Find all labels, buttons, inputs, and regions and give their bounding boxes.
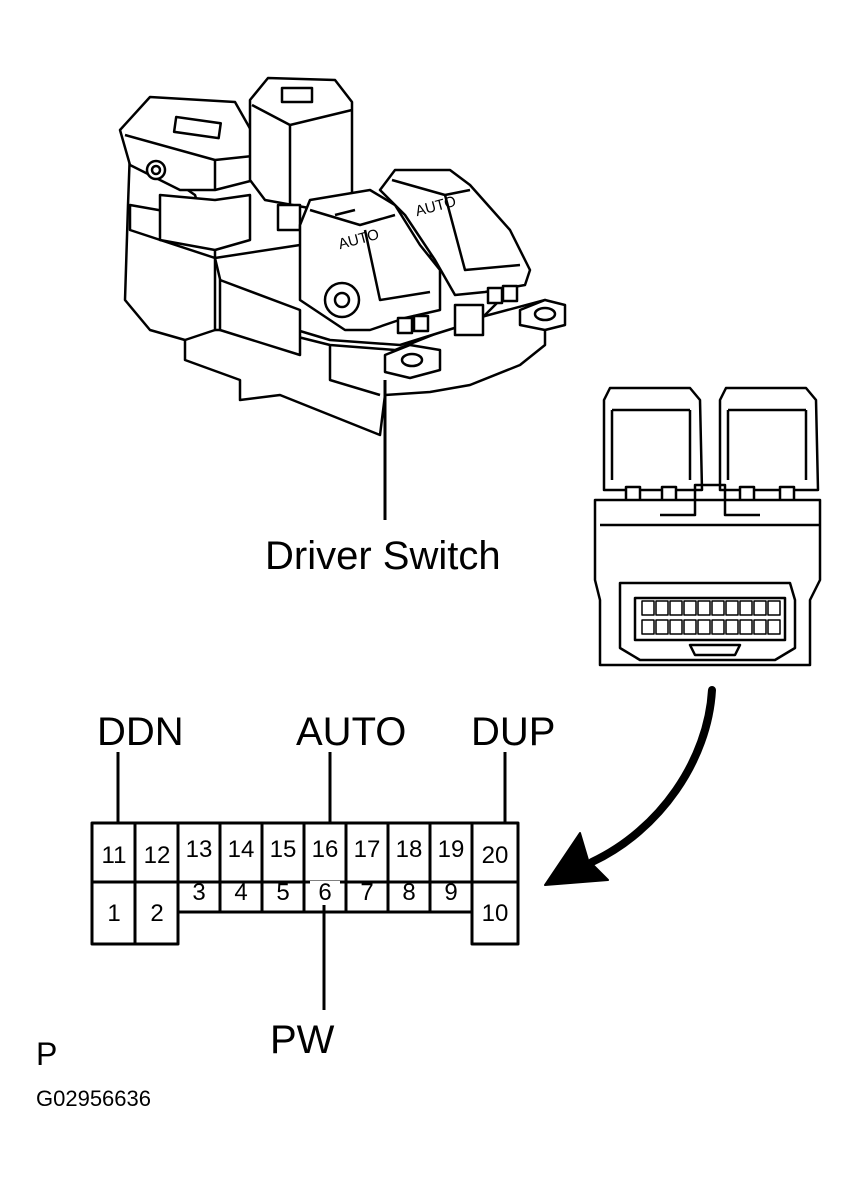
view-arrow [588, 686, 716, 866]
pin-4: 4 [234, 879, 248, 906]
pin-17: 17 [353, 836, 381, 863]
pin-7: 7 [360, 879, 374, 906]
dup-label: DUP [471, 710, 556, 754]
driver-switch-label: Driver Switch [265, 534, 501, 578]
pin-5: 5 [276, 879, 290, 906]
pin-15: 15 [269, 836, 297, 863]
pin-9: 9 [444, 879, 458, 906]
pin-8: 8 [402, 879, 416, 906]
pin-2: 2 [150, 900, 164, 927]
ddn-label: DDN [97, 710, 184, 754]
pin-10: 10 [481, 900, 509, 927]
pin-3: 3 [192, 879, 206, 906]
pin-19: 19 [437, 836, 465, 863]
pin-14: 14 [227, 836, 255, 863]
pin-20: 20 [481, 842, 509, 869]
auto-label: AUTO [296, 710, 407, 754]
connector-rear-view [593, 386, 822, 667]
pw-label: PW [270, 1018, 335, 1062]
figure-id: G02956636 [36, 1086, 151, 1111]
pin-18: 18 [395, 836, 423, 863]
pin-13: 13 [185, 836, 213, 863]
pin-6: 6 [310, 881, 340, 905]
pin-11: 11 [101, 842, 127, 869]
pin-1: 1 [107, 900, 121, 927]
arrow-head [544, 832, 609, 886]
pin-16: 16 [311, 836, 339, 863]
driver-switch-illustration [118, 76, 567, 437]
view-label: P [36, 1036, 58, 1072]
pin-12: 12 [143, 842, 171, 869]
connector-pinout [90, 821, 520, 946]
